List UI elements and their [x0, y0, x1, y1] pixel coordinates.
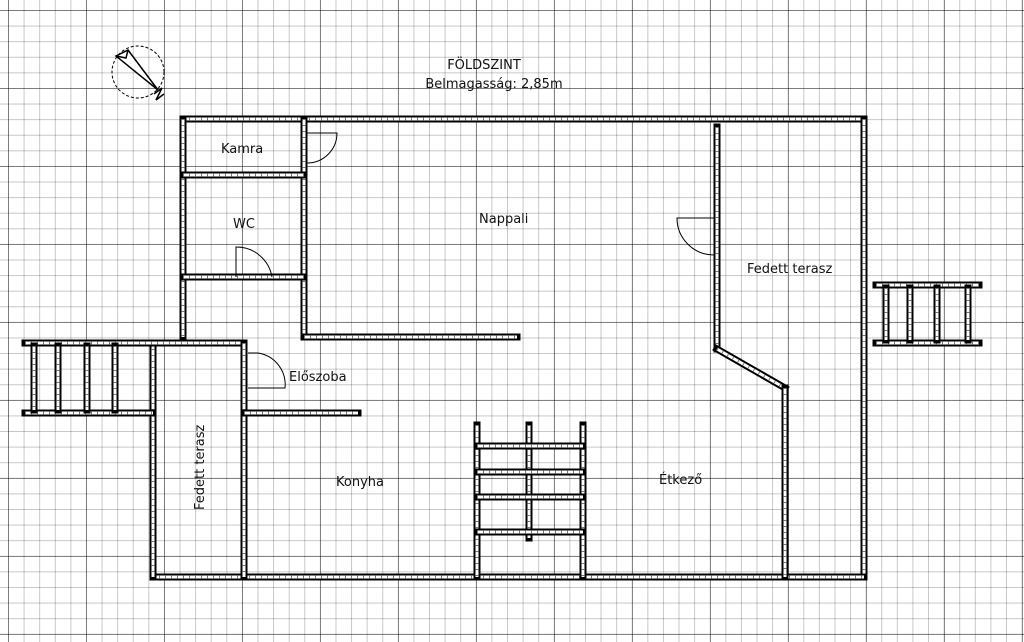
room-label-konyha: Konyha	[336, 475, 384, 490]
ceiling-height: Belmagasság: 2,85m	[425, 77, 562, 92]
room-label-nappali: Nappali	[479, 212, 528, 227]
compass	[111, 45, 165, 101]
floor-title: FÖLDSZINT	[447, 56, 521, 73]
door-kamra[interactable]	[306, 132, 338, 164]
room-label-kamra: Kamra	[221, 142, 263, 157]
walls	[21, 115, 983, 581]
room-label-etkezo: Étkező	[659, 472, 702, 488]
compass-n-letter-icon	[153, 87, 165, 101]
room-label-eloszoba: Előszoba	[289, 370, 347, 385]
room-label-wc: WC	[233, 217, 255, 232]
door-terrace[interactable]	[676, 217, 715, 256]
door-eloszoba[interactable]	[248, 352, 286, 389]
north-arrow-icon	[114, 49, 159, 91]
compass-circle	[111, 45, 165, 99]
room-label-fedett-terasz-right: Fedett terasz	[747, 262, 833, 277]
partition-wall-diagonal	[712, 344, 790, 393]
doors	[235, 132, 715, 389]
door-wc[interactable]	[235, 246, 273, 278]
room-label-fedett-terasz-left: Fedett terasz	[193, 424, 208, 510]
